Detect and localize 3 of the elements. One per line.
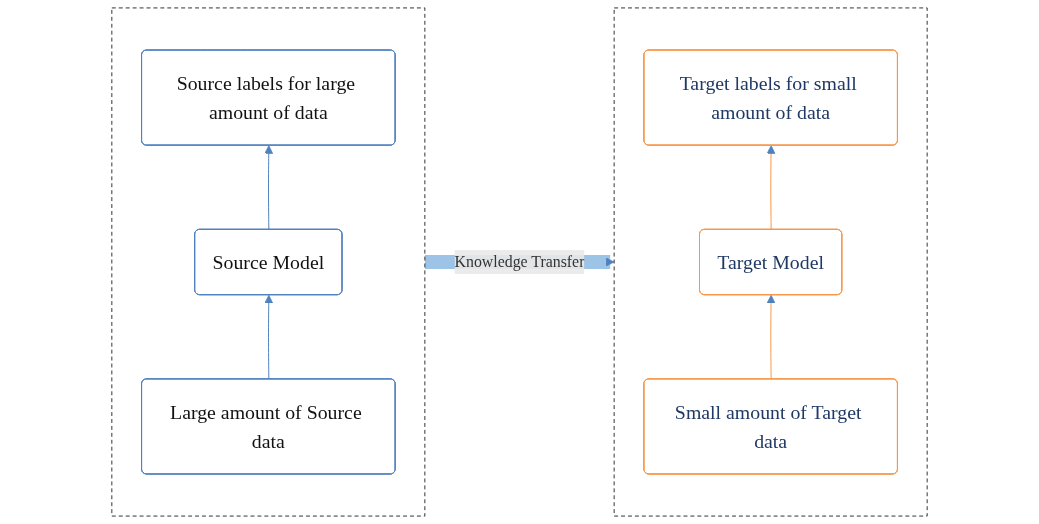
edge-label: Knowledge Transfer: [454, 253, 585, 270]
cluster: [613, 7, 928, 517]
cluster: [111, 7, 426, 517]
